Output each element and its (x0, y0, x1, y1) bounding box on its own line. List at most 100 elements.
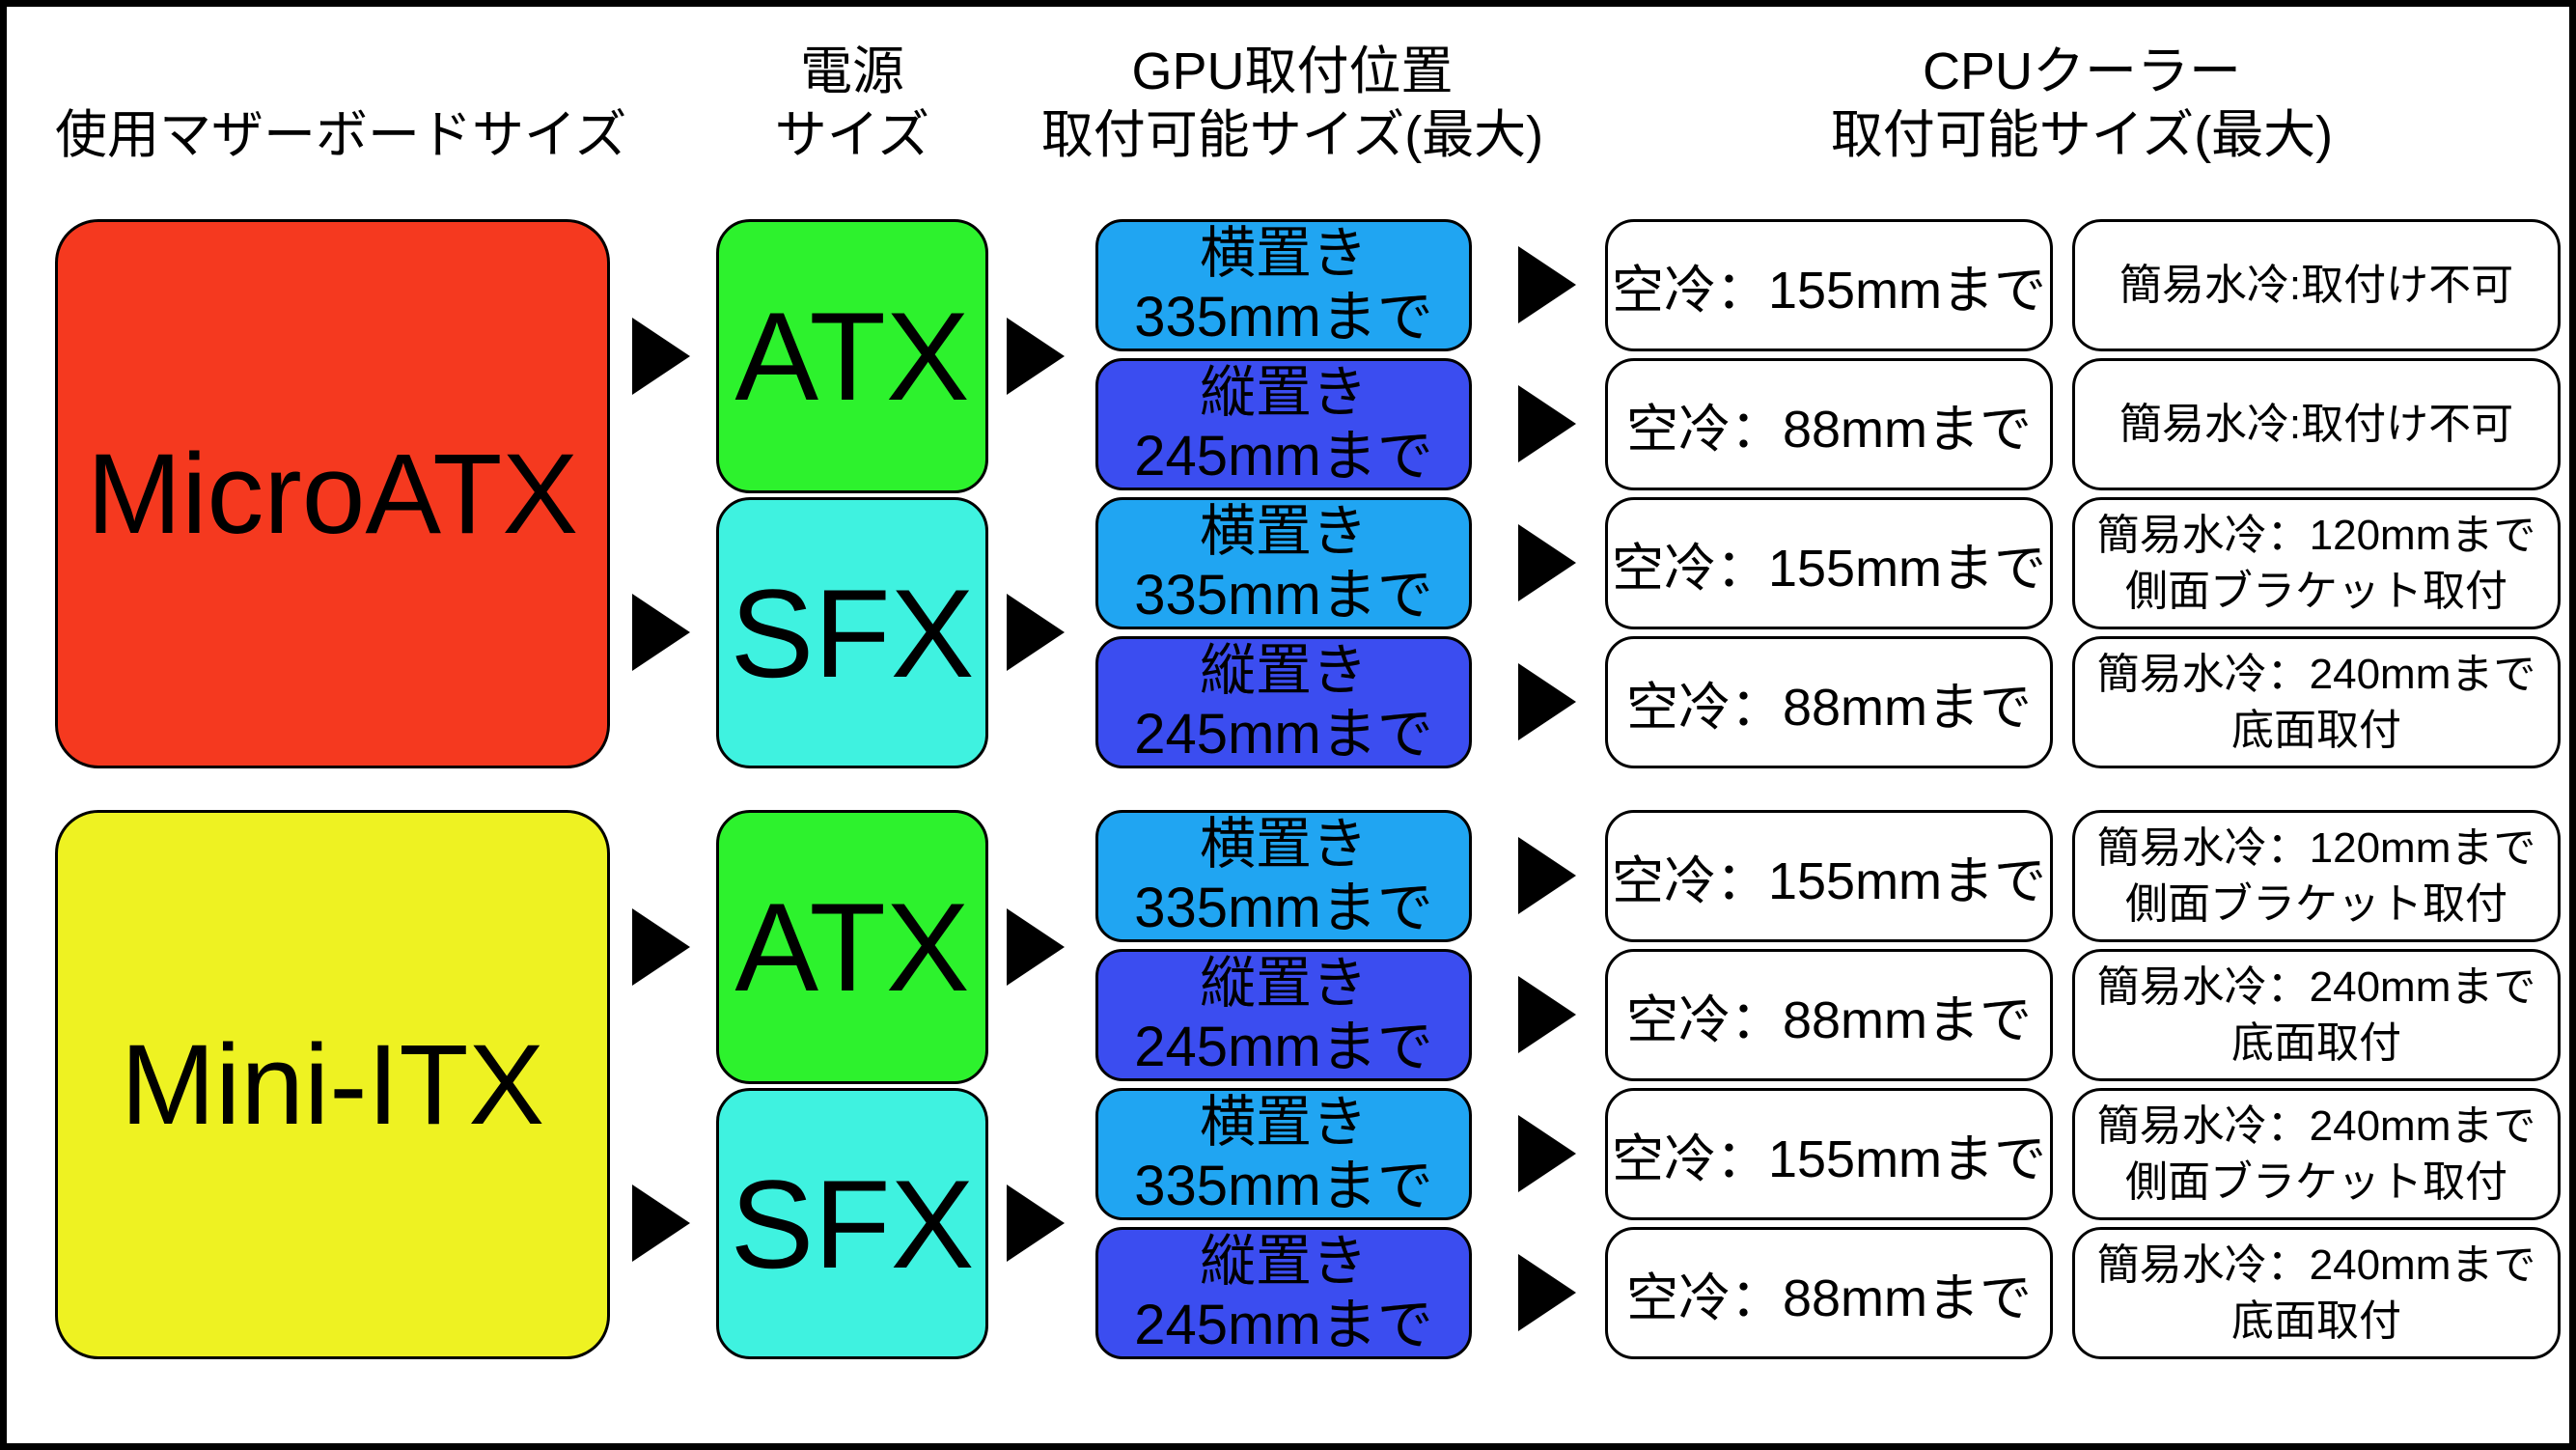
air-cooler-label: 空冷：88mmまで (1625, 1269, 2033, 1327)
gpu-size-label: 335mmまで (1134, 285, 1433, 349)
arrow-icon (632, 1185, 690, 1262)
air-cooler-node: 空冷：155mmまで (1605, 497, 2053, 629)
motherboard-node-miniitx: Mini-ITX (55, 810, 610, 1359)
gpu-size-label: 335mmまで (1134, 1154, 1433, 1217)
air-cooler-label: 空冷：88mmまで (1625, 679, 2033, 737)
air-cooler-label: 空冷：155mmまで (1611, 1130, 2047, 1188)
aio-cooler-node: 簡易水冷：120mmまで側面ブラケット取付 (2072, 810, 2561, 942)
aio-cooler-label-line1: 簡易水冷：120mmまで (2096, 511, 2536, 559)
gpu-size-label: 245mmまで (1134, 1293, 1433, 1356)
arrow-icon (1518, 246, 1576, 323)
aio-cooler-node: 簡易水冷:取付け不可 (2072, 358, 2561, 490)
aio-cooler-label-line1: 簡易水冷：240mmまで (2096, 1101, 2536, 1150)
gpu-orientation-label: 縦置き (1199, 1229, 1368, 1293)
aio-cooler-label-line2: 底面取付 (2231, 1297, 2401, 1345)
aio-cooler-label-line2: 側面ブラケット取付 (2125, 567, 2507, 615)
aio-cooler-label-line2: 側面ブラケット取付 (2125, 879, 2507, 928)
air-cooler-label: 空冷：155mmまで (1611, 262, 2047, 320)
aio-cooler-node: 簡易水冷：120mmまで側面ブラケット取付 (2072, 497, 2561, 629)
gpu-size-label: 245mmまで (1134, 424, 1433, 488)
air-cooler-node: 空冷：88mmまで (1605, 358, 2053, 490)
air-cooler-node: 空冷：88mmまで (1605, 636, 2053, 768)
aio-cooler-label-line2: 底面取付 (2231, 1018, 2401, 1067)
arrow-icon (632, 594, 690, 671)
gpu-orientation-label: 横置き (1199, 812, 1368, 876)
header-motherboard-line1: 使用マザーボードサイズ (55, 106, 627, 164)
aio-cooler-label-line2: 底面取付 (2231, 706, 2401, 754)
arrow-icon (1518, 1115, 1576, 1192)
gpu-orientation-label: 横置き (1199, 221, 1368, 285)
arrow-icon (1007, 1185, 1065, 1262)
aio-cooler-node: 簡易水冷：240mmまで底面取付 (2072, 949, 2561, 1081)
aio-cooler-label-line1: 簡易水冷：240mmまで (2096, 650, 2536, 698)
gpu-node-horizontal: 横置き 335mmまで (1095, 810, 1472, 942)
gpu-orientation-label: 縦置き (1199, 638, 1368, 702)
arrow-icon (1007, 318, 1065, 395)
air-cooler-label: 空冷：88mmまで (1625, 991, 2033, 1049)
gpu-size-label: 245mmまで (1134, 1015, 1433, 1078)
arrow-icon (1518, 385, 1576, 462)
arrow-icon (632, 908, 690, 986)
gpu-node-vertical: 縦置き 245mmまで (1095, 1227, 1472, 1359)
gpu-node-vertical: 縦置き 245mmまで (1095, 358, 1472, 490)
air-cooler-node: 空冷：155mmまで (1605, 810, 2053, 942)
motherboard-node-microatx: MicroATX (55, 219, 610, 768)
arrow-icon (1518, 837, 1576, 914)
aio-cooler-label-line1: 簡易水冷:取付け不可 (2119, 400, 2514, 448)
arrow-icon (1518, 1254, 1576, 1331)
aio-cooler-label-line1: 簡易水冷：240mmまで (2096, 1241, 2536, 1289)
aio-cooler-node: 簡易水冷：240mmまで側面ブラケット取付 (2072, 1088, 2561, 1220)
air-cooler-node: 空冷：88mmまで (1605, 949, 2053, 1081)
psu-node-atx: ATX (716, 810, 988, 1084)
aio-cooler-node: 簡易水冷：240mmまで底面取付 (2072, 1227, 2561, 1359)
header-psu-size: 電源 サイズ (716, 40, 988, 167)
aio-cooler-node: 簡易水冷：240mmまで底面取付 (2072, 636, 2561, 768)
gpu-node-vertical: 縦置き 245mmまで (1095, 636, 1472, 768)
psu-label: ATX (734, 877, 970, 1018)
gpu-size-label: 335mmまで (1134, 876, 1433, 939)
gpu-orientation-label: 縦置き (1199, 951, 1368, 1015)
air-cooler-node: 空冷：155mmまで (1605, 219, 2053, 351)
gpu-orientation-label: 横置き (1199, 1090, 1368, 1154)
gpu-node-horizontal: 横置き 335mmまで (1095, 497, 1472, 629)
air-cooler-label: 空冷：88mmまで (1625, 401, 2033, 459)
motherboard-label: Mini-ITX (120, 1020, 545, 1149)
psu-node-sfx: SFX (716, 497, 988, 768)
air-cooler-label: 空冷：155mmまで (1611, 852, 2047, 910)
gpu-orientation-label: 縦置き (1199, 360, 1368, 424)
aio-cooler-label-line1: 簡易水冷：240mmまで (2096, 962, 2536, 1011)
aio-cooler-label-line1: 簡易水冷：120mmまで (2096, 823, 2536, 872)
arrow-icon (1518, 663, 1576, 740)
gpu-node-horizontal: 横置き 335mmまで (1095, 219, 1472, 351)
air-cooler-node: 空冷：155mmまで (1605, 1088, 2053, 1220)
air-cooler-label: 空冷：155mmまで (1611, 540, 2047, 598)
gpu-node-horizontal: 横置き 335mmまで (1095, 1088, 1472, 1220)
psu-label: ATX (734, 286, 970, 427)
psu-node-sfx: SFX (716, 1088, 988, 1359)
psu-node-atx: ATX (716, 219, 988, 493)
arrow-icon (1007, 594, 1065, 671)
aio-cooler-label-line2: 側面ブラケット取付 (2125, 1157, 2507, 1206)
motherboard-label: MicroATX (86, 430, 579, 558)
aio-cooler-node: 簡易水冷:取付け不可 (2072, 219, 2561, 351)
header-cpu-cooler-size: CPUクーラー 取付可能サイズ(最大) (1696, 40, 2468, 167)
header-gpu-size: GPU取付位置 取付可能サイズ(最大) (974, 40, 1611, 167)
header-gpu-line2: 取付可能サイズ(最大) (1040, 106, 1544, 164)
gpu-size-label: 245mmまで (1134, 702, 1433, 766)
header-psu-line1: 電源 (800, 42, 904, 100)
arrow-icon (1007, 908, 1065, 986)
arrow-icon (1518, 524, 1576, 601)
air-cooler-node: 空冷：88mmまで (1605, 1227, 2053, 1359)
aio-cooler-label-line1: 簡易水冷:取付け不可 (2119, 261, 2514, 309)
header-gpu-line1: GPU取付位置 (1131, 42, 1454, 100)
header-psu-line2: サイズ (774, 106, 930, 164)
gpu-size-label: 335mmまで (1134, 563, 1433, 627)
header-motherboard-size: 使用マザーボードサイズ (55, 103, 627, 167)
arrow-icon (1518, 976, 1576, 1053)
gpu-orientation-label: 横置き (1199, 499, 1368, 563)
gpu-node-vertical: 縦置き 245mmまで (1095, 949, 1472, 1081)
psu-label: SFX (730, 1153, 975, 1295)
header-cpu-cooler-line1: CPUクーラー (1922, 42, 2241, 100)
header-cpu-cooler-line2: 取付可能サイズ(最大) (1830, 106, 2334, 164)
